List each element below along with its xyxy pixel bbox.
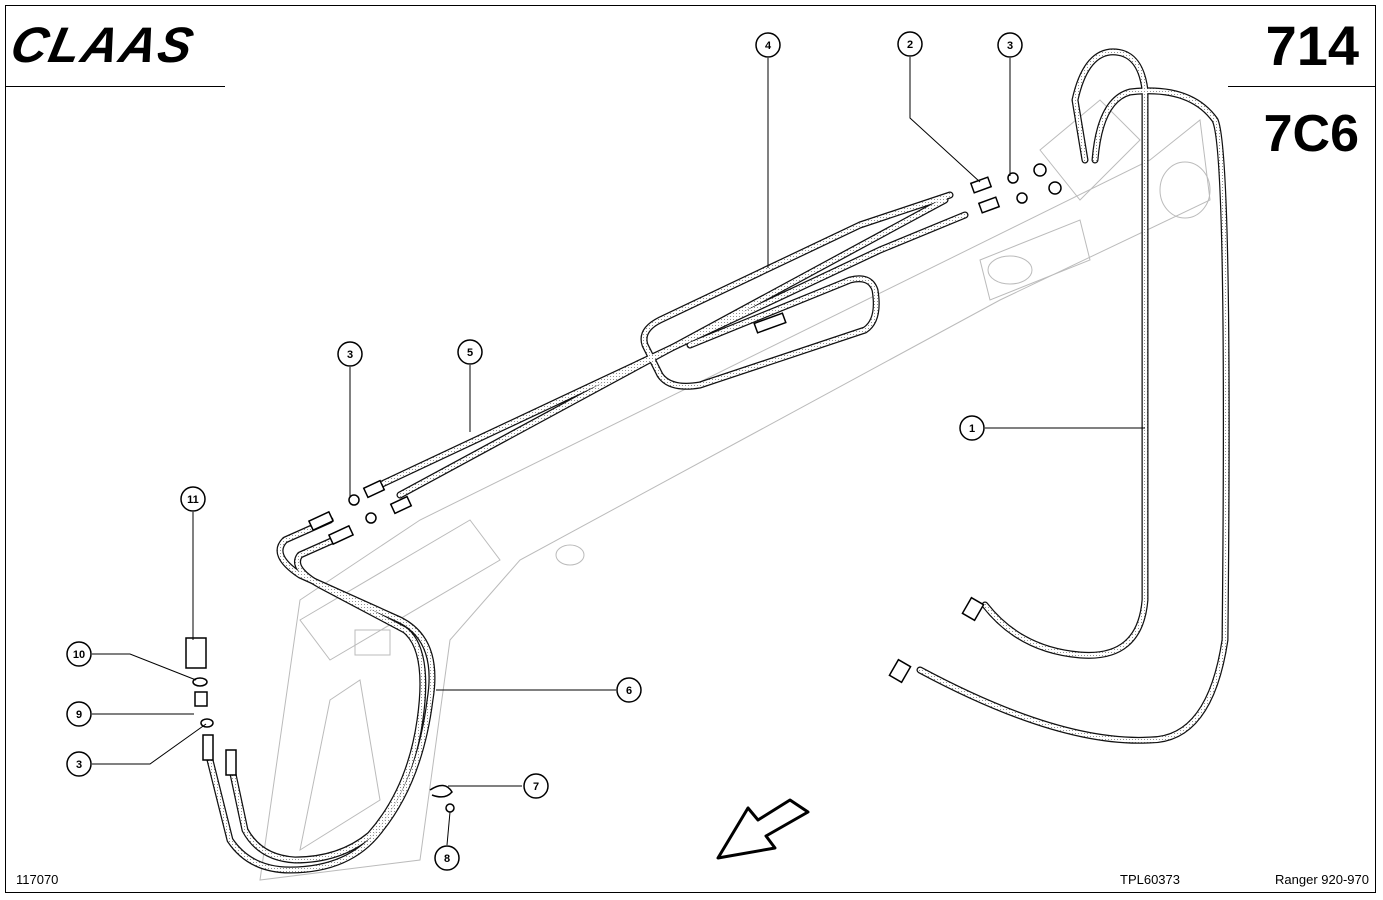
leader-lines — [92, 57, 1145, 846]
svg-text:10: 10 — [73, 649, 85, 661]
callout-3-bottom: 3 — [66, 751, 92, 777]
header-divider — [5, 86, 225, 87]
svg-text:3: 3 — [1007, 40, 1013, 52]
svg-text:2: 2 — [907, 39, 913, 51]
callout-1: 1 — [959, 415, 985, 441]
drawing-reference: TPL60373 — [1120, 872, 1180, 887]
callout-group: 4 2 3 3 5 1 11 — [66, 31, 1023, 871]
callout-10: 10 — [66, 641, 92, 667]
callout-3-middle: 3 — [337, 341, 363, 367]
callout-3-top: 3 — [997, 32, 1023, 58]
svg-text:8: 8 — [444, 853, 450, 865]
svg-text:4: 4 — [765, 40, 772, 52]
code-divider — [1228, 86, 1376, 87]
svg-text:11: 11 — [187, 494, 199, 506]
callout-6: 6 — [616, 677, 642, 703]
model-label: Ranger 920-970 — [1275, 872, 1369, 887]
callout-11: 11 — [180, 486, 206, 512]
callout-8: 8 — [434, 845, 460, 871]
svg-text:1: 1 — [969, 423, 975, 435]
figure-id: 117070 — [16, 872, 59, 887]
svg-text:5: 5 — [467, 347, 473, 359]
svg-text:7: 7 — [533, 781, 539, 793]
section-code: 7C6 — [1263, 105, 1359, 163]
callout-5: 5 — [457, 339, 483, 365]
callout-4: 4 — [755, 32, 781, 58]
hose-lines — [206, 48, 1230, 874]
svg-text:3: 3 — [347, 349, 353, 361]
callout-9: 9 — [66, 701, 92, 727]
callout-7: 7 — [523, 773, 549, 799]
page-number: 714 — [1265, 14, 1359, 77]
direction-arrow-icon — [716, 798, 810, 860]
svg-text:3: 3 — [76, 759, 82, 771]
page-frame — [5, 5, 1376, 893]
fittings — [185, 163, 1062, 813]
svg-text:9: 9 — [76, 709, 82, 721]
callout-2: 2 — [897, 31, 923, 57]
svg-text:6: 6 — [626, 685, 632, 697]
